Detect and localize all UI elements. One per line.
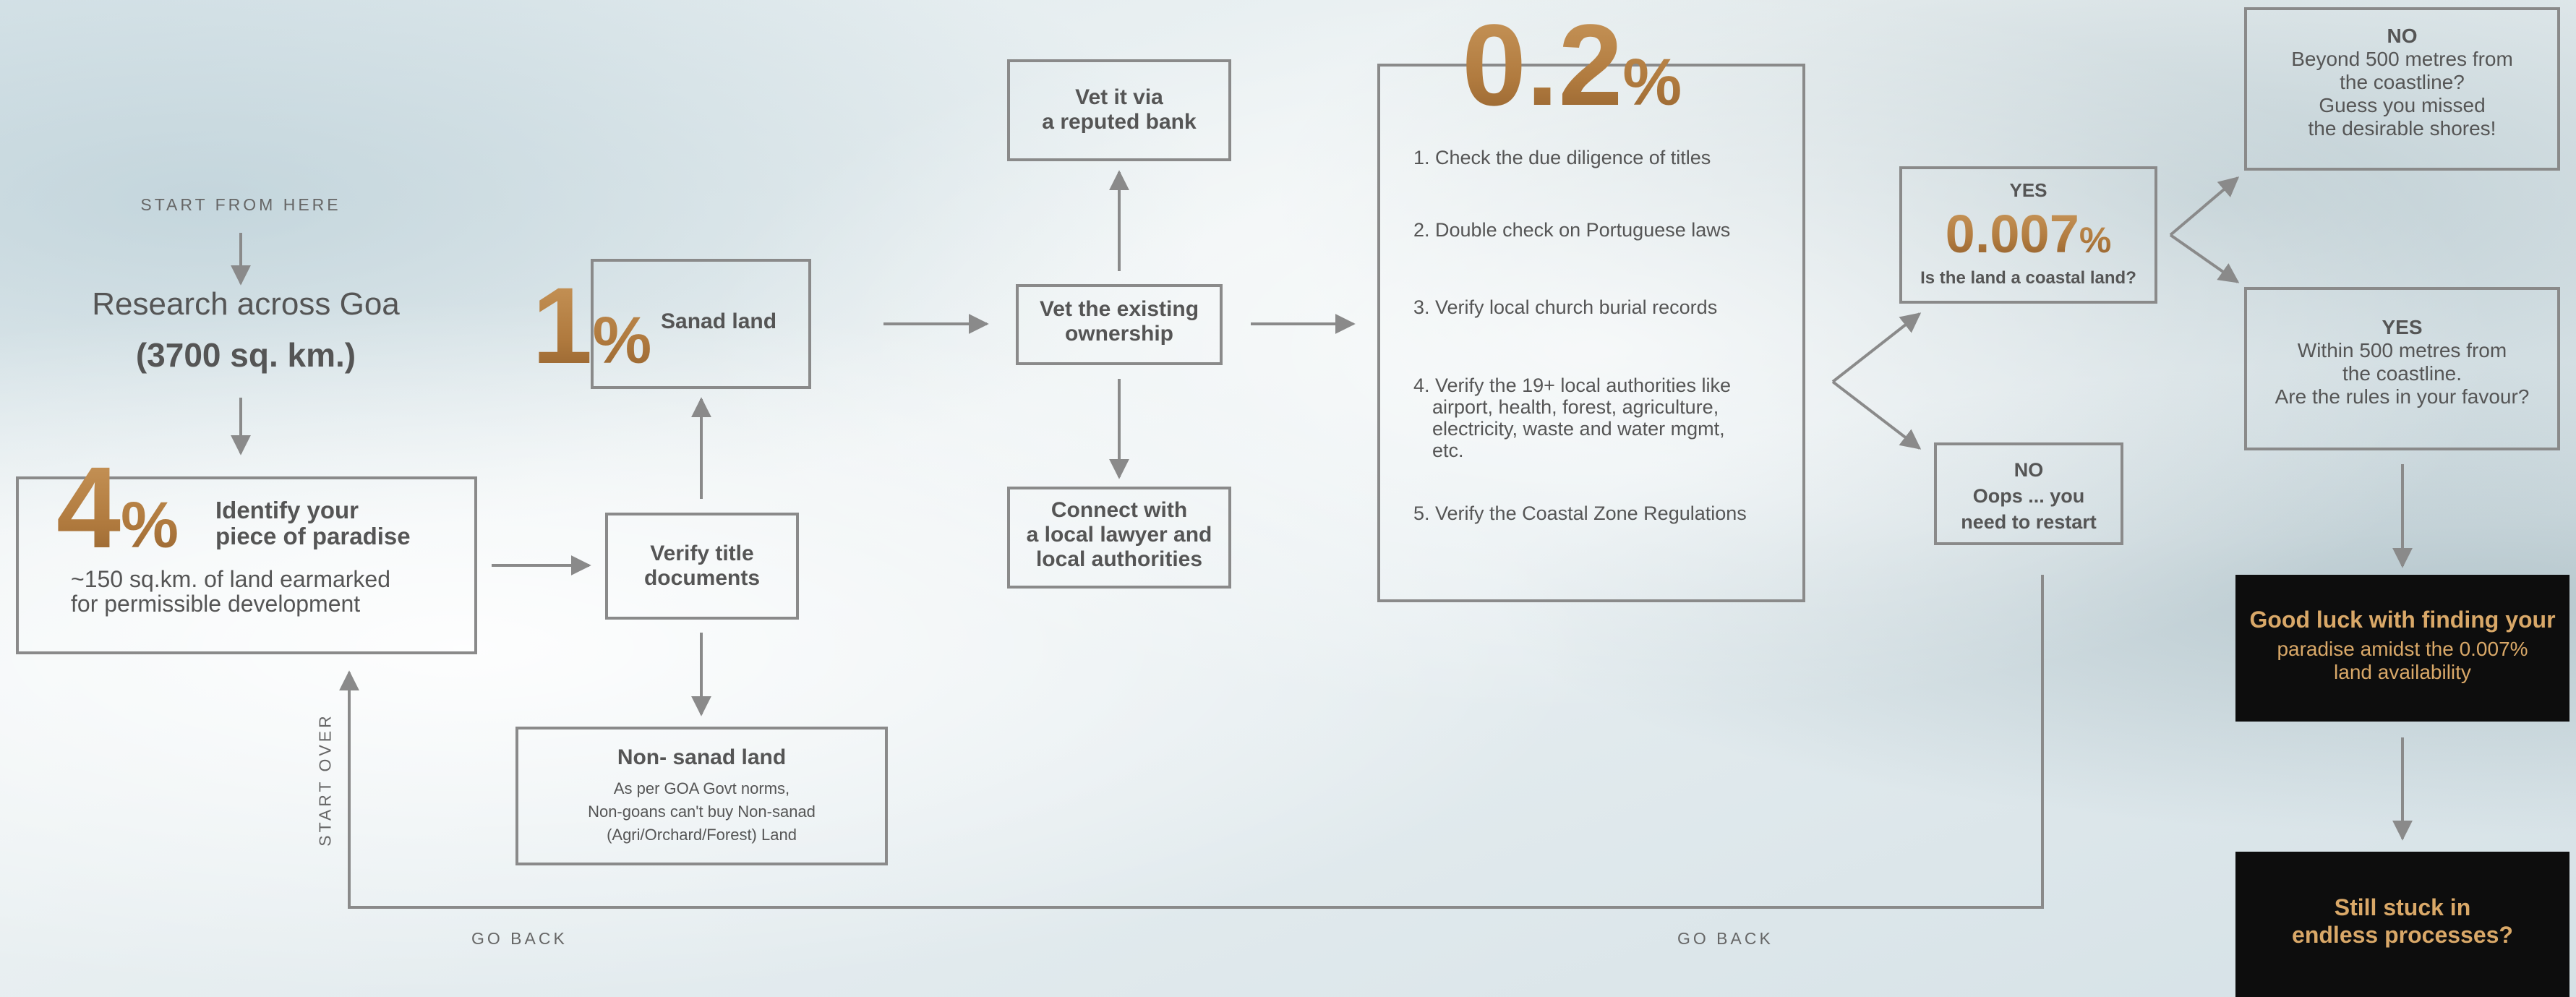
start-over-label: START OVER (315, 713, 335, 847)
non-sanad-desc2: Non-goans can't buy Non-sanad (588, 803, 816, 821)
lawyer-line3: local authorities (1035, 547, 1203, 571)
stuck-line2: endless processes? (2292, 922, 2513, 948)
arrow-yes-to-within (2169, 234, 2240, 283)
identify-desc-line1: ~150 sq.km. of land earmarked (71, 566, 391, 592)
checklist-step4-line3: electricity, waste and water mgmt, (1432, 418, 1725, 440)
lawyer-line1: Connect with (1050, 498, 1188, 522)
stuck-line1: Still stuck in (2334, 894, 2471, 920)
non-sanad-node: Non- sanad land As per GOA Govt norms, N… (515, 727, 888, 865)
beyond-line1: Beyond 500 metres from (2291, 48, 2513, 70)
within-node: YES Within 500 metres from the coastline… (2244, 287, 2560, 450)
checklist-step4-line1: 4. Verify the 19+ local authorities like (1413, 375, 1732, 396)
vet-bank-node: Vet it via a reputed bank (1007, 59, 1231, 161)
restart-line2: need to restart (1961, 511, 2097, 533)
checklist-step3: 3. Verify local church burial records (1413, 296, 1718, 318)
coastal-yes-label: YES (2009, 179, 2047, 201)
research-node: Research across Goa (3700 sq. km.) (58, 286, 434, 375)
sanad-label: Sanad land (661, 309, 777, 333)
beyond-line2: the coastline? (2340, 71, 2465, 93)
lawyer-node: Connect with a local lawyer and local au… (1007, 487, 1231, 589)
lawyer-line2: a local lawyer and (1026, 523, 1212, 547)
checklist-step5: 5. Verify the Coastal Zone Regulations (1413, 502, 1747, 524)
checklist-node (1377, 64, 1805, 602)
checklist-step4-line4: etc. (1432, 440, 1464, 461)
coastal-yes-node: YES 0.007% Is the land a coastal land? (1899, 166, 2157, 304)
identify-node (16, 476, 477, 654)
within-line3: Are the rules in your favour? (2275, 385, 2530, 408)
good-luck-line2: paradise amidst the 0.007% (2277, 638, 2528, 660)
verify-title-line2: documents (643, 566, 761, 590)
stuck-node: Still stuck in endless processes? (2235, 852, 2569, 997)
beyond-node: NO Beyond 500 metres from the coastline?… (2244, 7, 2560, 171)
coastal-question: Is the land a coastal land? (1920, 268, 2136, 288)
non-sanad-desc: As per GOA Govt norms, Non-goans can't b… (518, 777, 885, 847)
beyond-line3: Guess you missed (2319, 94, 2486, 116)
checklist-step2: 2. Double check on Portuguese laws (1413, 219, 1731, 241)
non-sanad-title: Non- sanad land (617, 745, 787, 769)
good-luck-line3: land availability (2334, 661, 2471, 683)
checklist-step4: 4. Verify the 19+ local authorities like… (1413, 375, 1818, 461)
coastal-percent: 0.007% (1902, 207, 2154, 267)
restart-no-label: NO (2014, 459, 2044, 481)
research-line1: Research across Goa (92, 286, 400, 322)
go-back-right-label: GO BACK (1677, 929, 1773, 948)
research-line2: (3700 sq. km.) (135, 336, 356, 374)
identify-title: Identify your piece of paradise (215, 497, 411, 549)
vet-ownership-line1: Vet the existing (1039, 297, 1199, 321)
restart-line1: Oops ... you (1972, 485, 2085, 507)
beyond-line4: the desirable shores! (2308, 117, 2496, 140)
start-label: START FROM HERE (140, 195, 341, 214)
vet-ownership-line2: ownership (1064, 322, 1173, 346)
restart-node: NO Oops ... you need to restart (1934, 442, 2123, 545)
checklist-step4-line2: airport, health, forest, agriculture, (1432, 396, 1719, 418)
arrow-yes-to-beyond (2169, 176, 2240, 236)
go-back-left-label: GO BACK (471, 929, 568, 948)
identify-title-line1: Identify your (215, 497, 359, 523)
sanad-node (591, 259, 811, 389)
checklist-step1: 1. Check the due diligence of titles (1413, 147, 1711, 168)
identify-title-line2: piece of paradise (215, 523, 411, 549)
verify-title-line1: Verify title (650, 542, 754, 565)
within-line1: Within 500 metres from (2297, 339, 2507, 361)
verify-title-node: Verify title documents (605, 513, 799, 620)
beyond-no-label: NO (2387, 25, 2418, 47)
identify-desc: ~150 sq.km. of land earmarked for permis… (71, 567, 390, 616)
go-back-loop (339, 575, 2044, 909)
sanad-percent: 1% (532, 271, 651, 395)
non-sanad-desc1: As per GOA Govt norms, (613, 779, 790, 797)
arrow-checklist-to-yes (1831, 312, 1922, 383)
non-sanad-desc3: (Agri/Orchard/Forest) Land (607, 826, 797, 844)
checklist-percent: 0.2% (1455, 7, 1689, 140)
vet-ownership-node: Vet the existing ownership (1016, 284, 1223, 365)
within-yes-label: YES (2382, 316, 2423, 338)
arrow-checklist-to-no (1831, 380, 1922, 450)
vet-bank-line1: Vet it via (1075, 85, 1163, 109)
good-luck-line1: Good luck with finding your (2249, 607, 2556, 633)
vet-bank-line2: a reputed bank (1042, 110, 1197, 134)
good-luck-node: Good luck with finding your paradise ami… (2235, 575, 2569, 722)
identify-desc-line2: for permissible development (71, 591, 361, 617)
identify-percent: 4% (56, 450, 179, 583)
within-line2: the coastline. (2342, 362, 2462, 385)
